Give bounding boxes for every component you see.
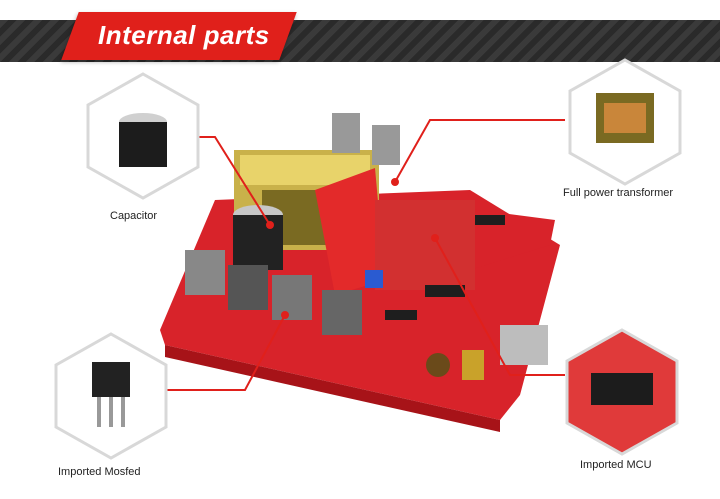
mcu-label: Imported MCU <box>580 459 652 471</box>
transformer-hexagon <box>568 58 682 186</box>
mosfet-hexagon <box>54 332 168 460</box>
page-title: Internal parts <box>98 20 270 50</box>
capacitor-label: Capacitor <box>110 210 158 222</box>
capacitor-hexagon <box>86 72 200 200</box>
mcu-hexagon <box>565 328 679 456</box>
transformer-label: Full power transformer <box>563 187 674 199</box>
mosfet-label: Imported Mosfed <box>58 466 141 478</box>
